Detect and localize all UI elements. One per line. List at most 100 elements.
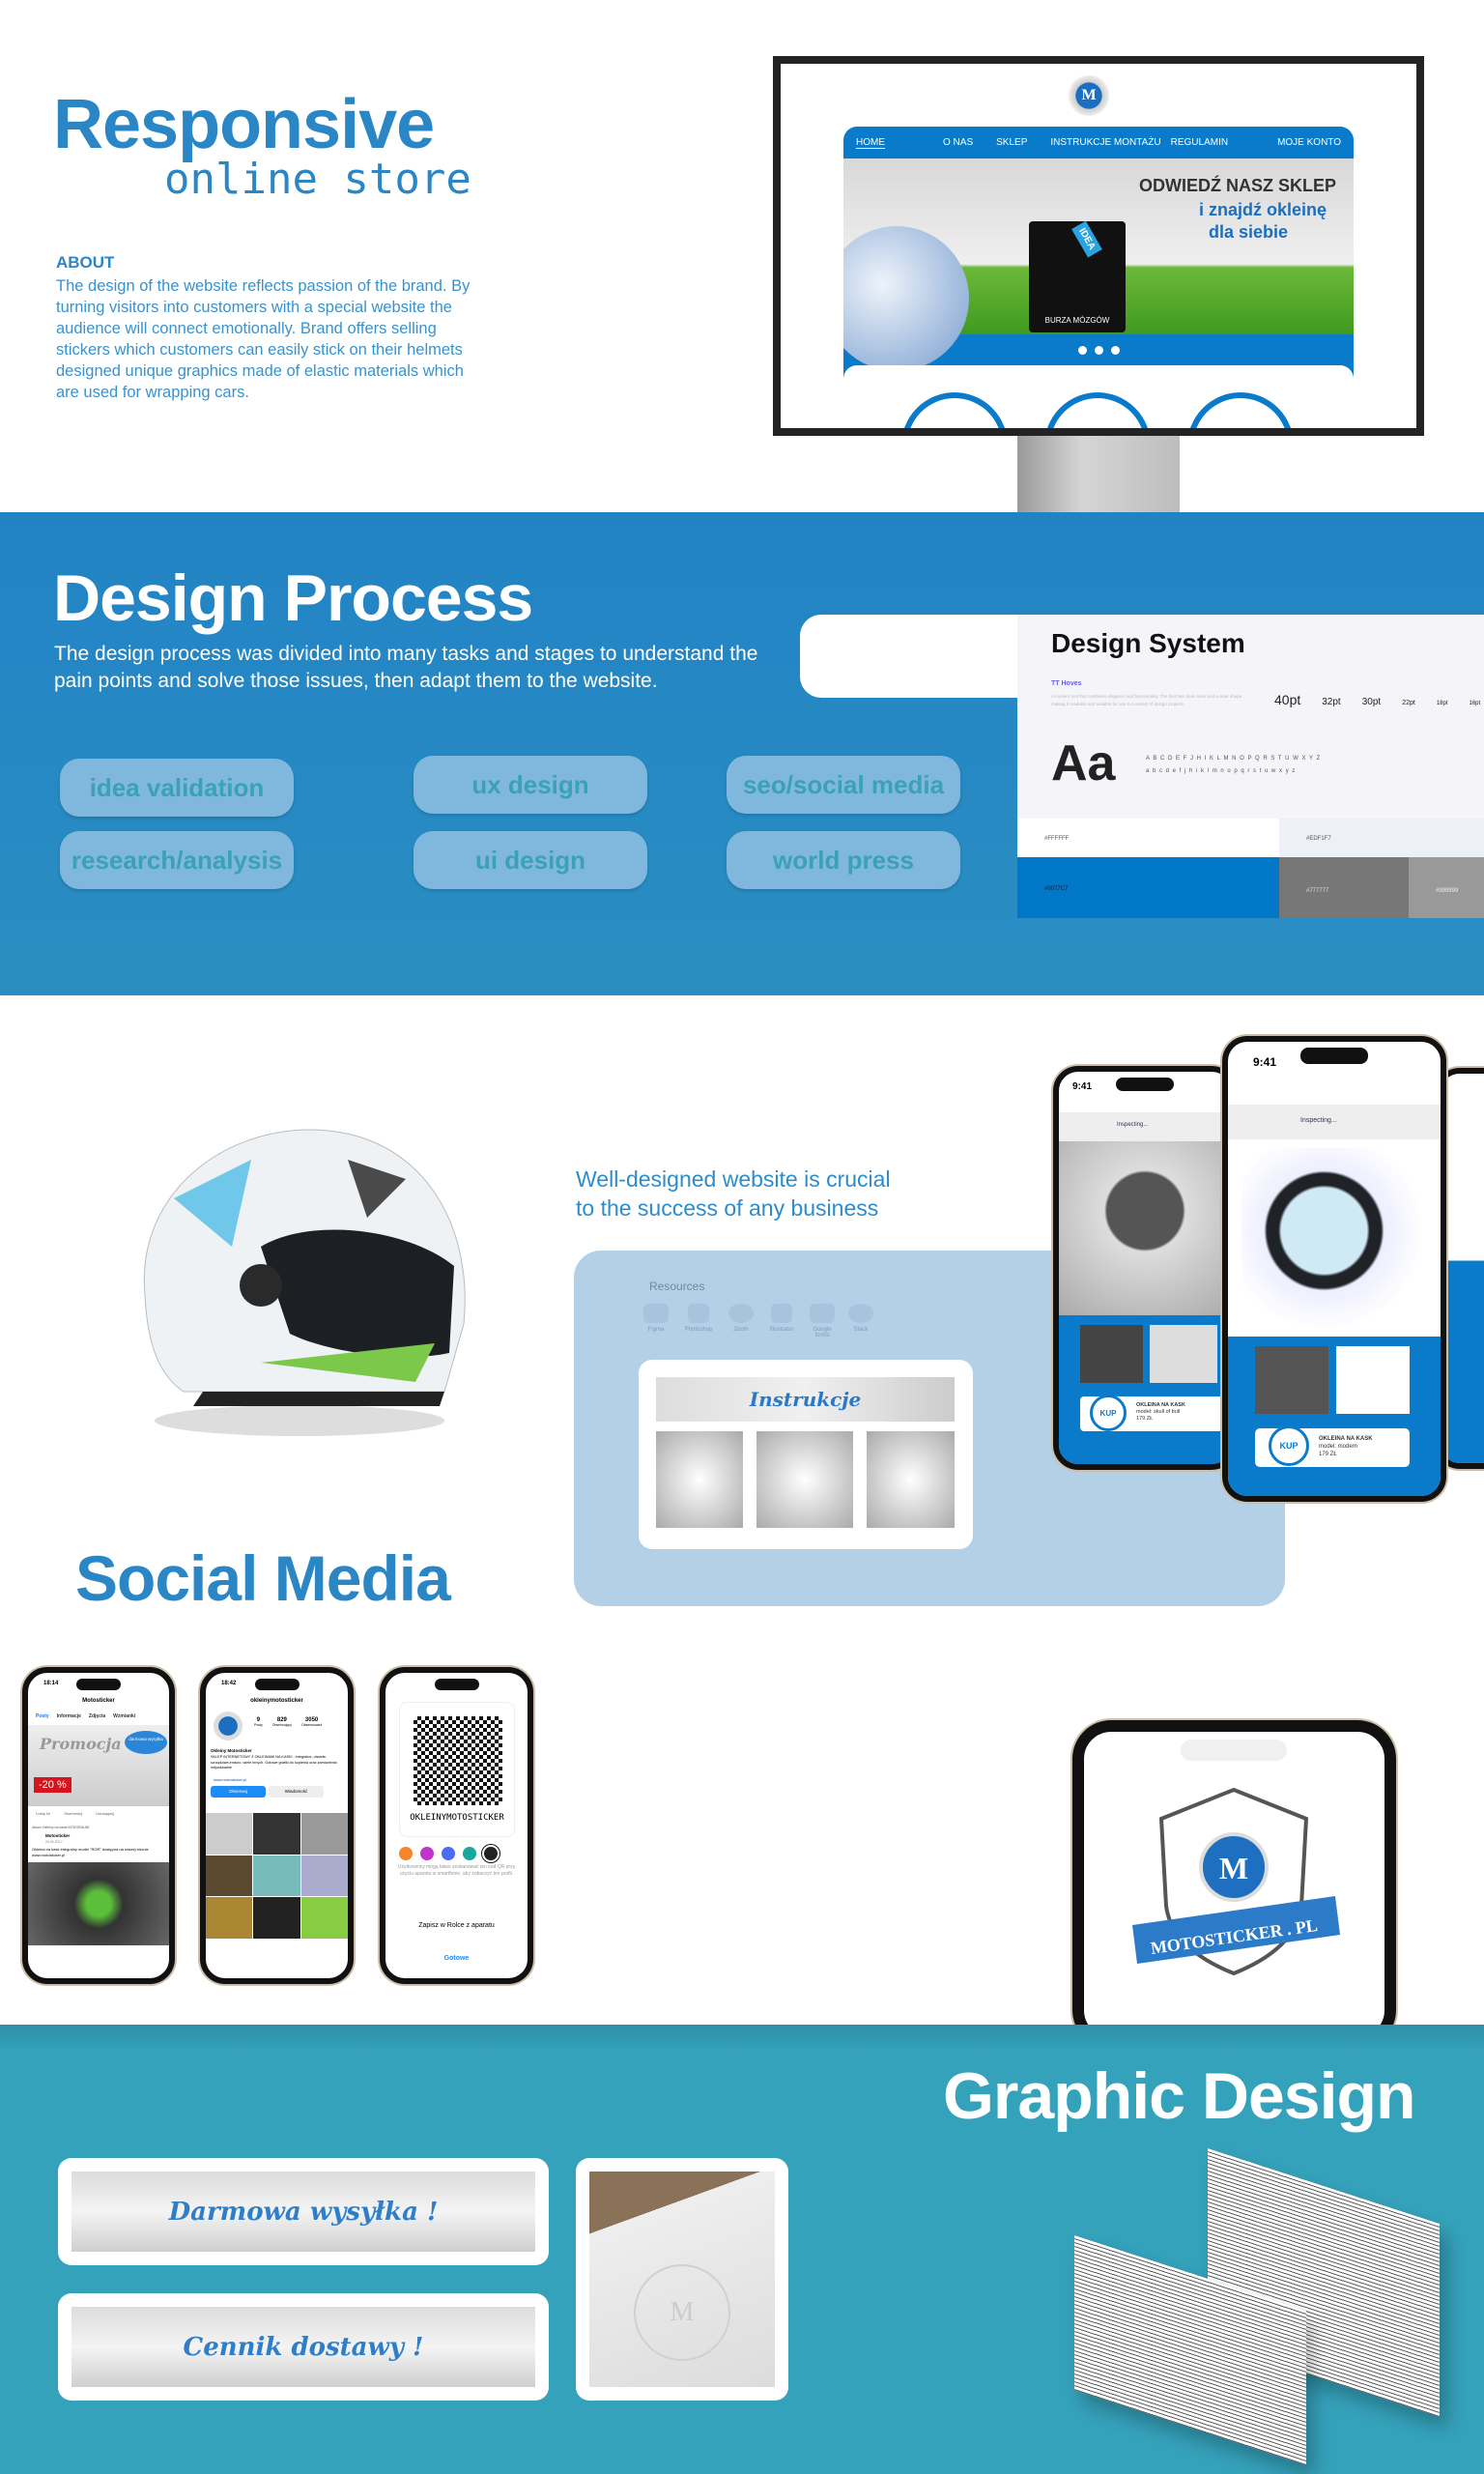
nav-moje-konto[interactable]: MOJE KONTO [1277,137,1341,148]
font-description: A modern font that combines elegance and… [1051,694,1243,706]
figma-icon: Figma [643,1304,669,1338]
banner-card: Cennik dostawy ! [58,2293,549,2401]
status-bar: Inspecting... [1059,1112,1231,1141]
color-swatches[interactable] [399,1847,498,1860]
slack-icon: Slack [848,1304,873,1338]
brand-logo: M [1069,75,1109,116]
color-swatch[interactable] [420,1847,434,1860]
nav-o-nas[interactable]: O NAS [943,137,974,148]
post-grid [206,1813,348,1939]
instructions-card: Instrukcje [639,1360,973,1549]
template-sheet-image [867,1431,955,1528]
status-time: 9:41 [1072,1081,1093,1092]
nav-instrukcje[interactable]: INSTRUKCJE MONTAŻU [1050,137,1161,148]
design-process-description: The design process was divided into many… [54,643,758,692]
follow-button[interactable]: Obserwuj [211,1786,266,1798]
website-preview: HOME O NAS SKLEP INSTRUKCJE MONTAŻU REGU… [843,127,1354,428]
stage-pill: world press [727,831,960,889]
color-swatch[interactable] [463,1847,476,1860]
circle-icon [1187,392,1294,428]
helmet-measure-image [656,1431,743,1528]
google-forms-icon: Google forms [810,1304,835,1338]
stage-pill: idea validation [60,759,294,817]
logo-phone: M MOTOSTICKER . PL [1072,1720,1396,2049]
font-name: TT Hoves [1051,680,1082,687]
free-shipping-banner: Darmowa wysyłka ! [71,2172,535,2252]
hero-banner: BURZA MÓZGÓW IDEA ODWIEDŹ NASZ SKLEP i z… [843,158,1354,371]
buy-button[interactable]: KUP [1269,1425,1309,1466]
content-card [843,365,1354,428]
done-button[interactable]: Gotowe [443,1955,470,1962]
status-bar: Inspecting... [1228,1105,1441,1139]
color-swatch[interactable] [399,1847,413,1860]
avatar [214,1712,243,1740]
circle-icon [1044,392,1151,428]
social-media-title: Social Media [75,1542,451,1614]
instructions-banner: Instrukcje [656,1377,955,1422]
nav-home[interactable]: HOME [856,136,885,149]
stage-pill: ui design [414,831,647,889]
save-button[interactable]: Zapisz w Rolce z aparatu [418,1922,495,1929]
helmet-measure-image [756,1431,853,1528]
graphic-design-title: Graphic Design [943,2059,1416,2133]
design-system-title: Design System [1051,628,1245,658]
stage-pill: ux design [414,756,647,814]
color-swatch: #EDF1F7 [1279,819,1484,857]
qr-card: OKLEINYMOTOSTICKER [399,1702,515,1837]
banner-headline: ODWIEDŹ NASZ SKLEP [1138,176,1336,195]
shipping-price-banner: Cennik dostawy ! [71,2307,535,2387]
nav-sklep[interactable]: SKLEP [996,137,1028,148]
color-swatch[interactable] [484,1847,498,1860]
nav-regulamin[interactable]: REGULAMIN [1170,137,1229,148]
about-heading: ABOUT [56,253,115,272]
site-nav: HOME O NAS SKLEP INSTRUKCJE MONTAŻU REGU… [843,127,1354,158]
resources-title: Resources [649,1280,705,1293]
status-time: 18:42 [221,1681,237,1686]
about-text: The design of the website reflects passi… [56,277,471,401]
color-swatch: #999999 [1409,857,1484,918]
color-swatch: #0077C7 [1017,857,1279,918]
resources-panel: Resources Figma Photoshop Zoom Illustrat… [574,1251,1285,1606]
photoshop-icon: Photoshop [682,1304,715,1338]
carousel-dots[interactable] [843,334,1354,365]
stage-pill: seo/social media [727,756,960,814]
product-image [1059,1141,1231,1315]
message-button[interactable]: Wiadomość [269,1786,324,1798]
design-system-panel: Design System TT Hoves A modern font tha… [1017,615,1484,918]
design-process-title: Design Process [53,561,533,635]
page-name: Motosticker [82,1698,115,1704]
helmet-image [143,1129,466,1436]
status-time: 18:14 [43,1681,59,1686]
product-image [1241,1148,1425,1332]
alphabet-lower: a b c d e f j h i k l m n o p q r s t u … [1146,768,1297,774]
alphabet-upper: A B C D E F J H I K L M N O P Q R S T U … [1146,756,1322,762]
profile-link[interactable]: www.motosticker.pl [214,1777,247,1782]
embossed-seal: M [634,2264,730,2361]
hero-subtitle: online store [164,155,471,204]
motosticker-logo: M MOTOSTICKER . PL [1132,1787,1340,1976]
tools-list: Figma Photoshop Zoom Illustrator Google … [643,1304,873,1338]
illustrator-icon: Illustrator [767,1304,796,1338]
emboss-card: M [576,2158,788,2401]
profile-handle: okleinymotosticker [250,1698,303,1704]
svg-text:M: M [1219,1851,1248,1885]
globe-image [843,226,969,371]
zoom-icon: Zoom [728,1304,754,1338]
stage-pill: research/analysis [60,831,294,889]
circle-icon [901,392,1008,428]
buy-button[interactable]: KUP [1090,1395,1127,1431]
color-swatch[interactable] [442,1847,455,1860]
decorative-box [800,615,1032,698]
font-size-scale: 40pt 32pt 30pt 22pt 18pt 16pt [1274,692,1481,707]
